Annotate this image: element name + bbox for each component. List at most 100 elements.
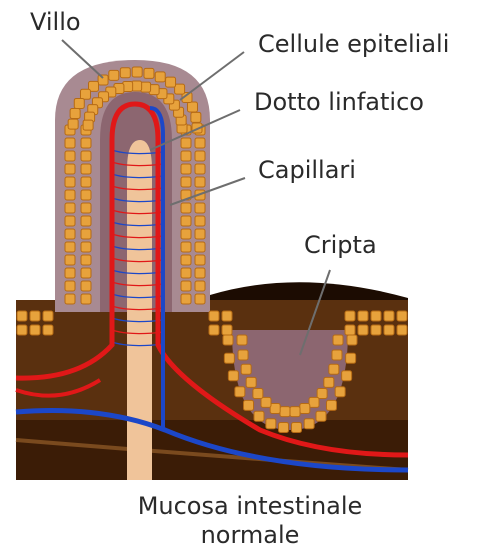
epithelial-cell: [237, 335, 247, 345]
epithelial-cell: [144, 68, 154, 78]
epithelial-cell: [244, 400, 254, 410]
label-villo: Villo: [30, 10, 81, 34]
epithelial-cell: [317, 389, 327, 399]
epithelial-cell: [70, 109, 80, 119]
epithelial-cell: [181, 151, 191, 161]
epithelial-cell: [384, 311, 394, 321]
label-capillari: Capillari: [258, 158, 356, 182]
caption: Mucosa intestinale normale: [0, 492, 500, 551]
epithelial-cell: [17, 325, 27, 335]
epithelial-cell: [209, 325, 219, 335]
epithelial-cell: [304, 419, 314, 429]
epithelial-cell: [65, 294, 75, 304]
epithelial-cell: [280, 407, 290, 417]
epithelial-cell: [65, 151, 75, 161]
epithelial-cell: [209, 311, 219, 321]
epithelial-cell: [195, 255, 205, 265]
epithelial-cell: [290, 407, 300, 417]
epithelial-cell: [81, 281, 91, 291]
epithelial-cell: [332, 350, 342, 360]
epithelial-cell: [181, 268, 191, 278]
epithelial-cell: [155, 72, 165, 82]
epithelial-cell: [371, 325, 381, 335]
epithelial-cell: [261, 397, 271, 407]
epithelial-cell: [65, 138, 75, 148]
epithelial-cell: [223, 335, 233, 345]
epithelial-cell: [222, 311, 232, 321]
epithelial-cell: [65, 255, 75, 265]
epithelial-cell: [195, 281, 205, 291]
epithelial-cell: [346, 353, 356, 363]
epithelial-cell: [65, 190, 75, 200]
epithelial-cell: [309, 397, 319, 407]
epithelial-cell: [30, 325, 40, 335]
caption-line-2: normale: [0, 521, 500, 550]
epithelial-cell: [81, 151, 91, 161]
epithelial-cell: [253, 389, 263, 399]
epithelial-cell: [181, 229, 191, 239]
epithelial-cell: [181, 281, 191, 291]
epithelial-cell: [195, 138, 205, 148]
epithelial-cell: [81, 255, 91, 265]
epithelial-cell: [195, 294, 205, 304]
epithelial-cell: [43, 325, 53, 335]
epithelial-cell: [333, 335, 343, 345]
epithelial-cell: [342, 371, 352, 381]
epithelial-cell: [81, 164, 91, 174]
epithelial-cell: [43, 311, 53, 321]
epithelial-cell: [175, 84, 185, 94]
epithelial-cell: [270, 403, 280, 413]
epithelial-cell: [166, 77, 176, 87]
epithelial-cell: [316, 411, 326, 421]
epithelial-cell: [326, 400, 336, 410]
epithelial-cell: [195, 242, 205, 252]
epithelial-cell: [81, 268, 91, 278]
epithelial-cell: [254, 411, 264, 421]
epithelial-cell: [181, 255, 191, 265]
epithelial-cell: [397, 325, 407, 335]
epithelial-cell: [83, 120, 93, 130]
epithelial-cell: [81, 203, 91, 213]
epithelial-cell: [81, 177, 91, 187]
epithelial-cell: [120, 68, 130, 78]
caption-line-1: Mucosa intestinale: [0, 492, 500, 521]
epithelial-cell: [279, 423, 289, 433]
epithelial-cell: [132, 67, 142, 77]
epithelial-cell: [65, 242, 75, 252]
epithelial-cell: [181, 242, 191, 252]
epithelial-cell: [397, 311, 407, 321]
epithelial-cell: [181, 203, 191, 213]
epithelial-cell: [65, 216, 75, 226]
epithelial-cell: [235, 387, 245, 397]
epithelial-cell: [195, 164, 205, 174]
epithelial-cell: [181, 216, 191, 226]
epithelial-cell: [324, 377, 334, 387]
epithelial-cell: [181, 164, 191, 174]
epithelial-cell: [195, 229, 205, 239]
epithelial-cell: [191, 112, 201, 122]
epithelial-cell: [358, 325, 368, 335]
epithelial-cell: [347, 335, 357, 345]
epithelial-cell: [81, 242, 91, 252]
epithelial-cell: [358, 311, 368, 321]
epithelial-cell: [109, 70, 119, 80]
epithelial-cell: [195, 203, 205, 213]
epithelial-cell: [329, 364, 339, 374]
epithelial-cell: [345, 311, 355, 321]
epithelial-cell: [345, 325, 355, 335]
epithelial-cell: [181, 138, 191, 148]
epithelial-cell: [228, 371, 238, 381]
epithelial-cell: [98, 75, 108, 85]
label-dotto-linfatico: Dotto linfatico: [254, 90, 424, 114]
epithelial-cell: [195, 177, 205, 187]
epithelial-cell: [266, 419, 276, 429]
epithelial-cell: [81, 216, 91, 226]
epithelial-cell: [65, 281, 75, 291]
epithelial-cell: [181, 177, 191, 187]
epithelial-cell: [246, 377, 256, 387]
epithelial-cell: [241, 364, 251, 374]
epithelial-cell: [224, 353, 234, 363]
epithelial-cell: [80, 89, 90, 99]
